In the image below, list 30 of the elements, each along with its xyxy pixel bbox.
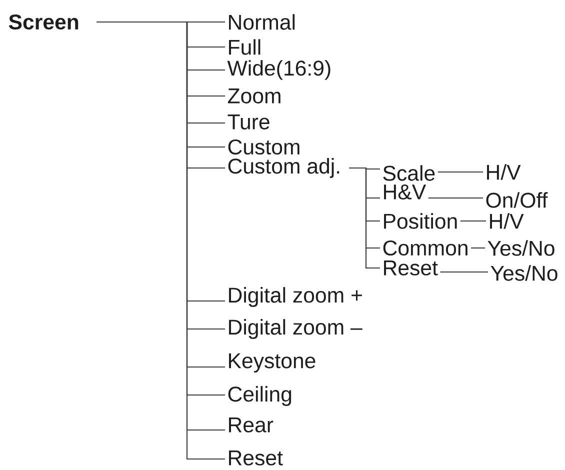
menu-item: Ture [228, 114, 270, 130]
setting-value: Yes/No [490, 265, 558, 281]
menu-item: Zoom [228, 88, 280, 104]
setting-value: H/V [490, 213, 524, 229]
menu-item: Reset [229, 450, 283, 466]
menu-item: Custom adj. [228, 158, 340, 178]
connector-line [460, 220, 486, 222]
setting-value: H/V [487, 164, 521, 180]
menu-item: Position [384, 213, 457, 229]
connector-line [471, 247, 485, 249]
menu-item: Keystone [229, 353, 316, 373]
menu-item: Full [229, 39, 260, 55]
menu-item: Ceiling [228, 386, 292, 406]
menu-item: Reset [384, 260, 438, 276]
menu-item: Common [383, 240, 468, 256]
connector-line [438, 171, 483, 173]
connector-line [349, 167, 380, 269]
menu-item: H&V [384, 184, 426, 200]
setting-value: Yes/No [488, 240, 554, 256]
menu-item: Wide(16:9) [227, 60, 330, 80]
connector-line [440, 271, 488, 273]
connector-line [428, 197, 483, 199]
menu-item: Digital zoom – [229, 319, 362, 339]
menu-item: Digital zoom + [229, 287, 362, 307]
menu-item: Rear [229, 418, 274, 432]
menu-item: Custom [228, 139, 300, 155]
menu-item: Scale [383, 165, 435, 181]
setting-value: On/Off [486, 192, 548, 208]
menu-item: Normal [229, 14, 295, 30]
menu-heading: Screen [8, 14, 78, 30]
